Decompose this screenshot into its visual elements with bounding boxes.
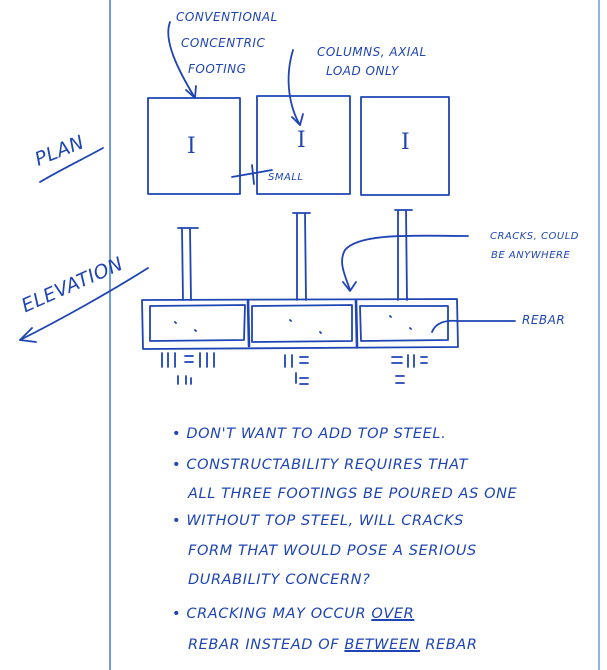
note-bullet-3-line1: • WITHOUT TOP STEEL, WILL CRACKS	[172, 513, 464, 529]
note-bullet-4-line2-end: REBAR	[425, 637, 478, 653]
soil-hatch-middle	[284, 354, 309, 385]
column-mark-left: I	[187, 134, 196, 159]
note-bullet-2-line2: ALL THREE FOOTINGS BE POURED AS ONE	[188, 486, 518, 502]
margin-line-left	[109, 0, 111, 670]
callout-conventional-line2: CONCENTRIC	[181, 36, 266, 50]
cracks-label-line1: CRACKS, COULD	[490, 231, 579, 242]
note-bullet-4-line1: • CRACKING MAY OCCUR OVER	[172, 606, 414, 622]
plan-underline	[39, 147, 104, 183]
plan-footing-right	[360, 96, 450, 196]
elevation-footing-outer	[141, 298, 459, 350]
note-bullet-4-line1-text: • CRACKING MAY OCCUR	[172, 606, 367, 622]
column-middle	[292, 212, 311, 301]
soil-hatch-left	[161, 352, 215, 385]
note-bullet-2-line1: • CONSTRUCTABILITY REQUIRES THAT	[172, 457, 469, 473]
column-right	[394, 209, 413, 301]
margin-line-right	[598, 0, 600, 670]
callout-columns-line1: COLUMNS, AXIAL	[317, 45, 427, 59]
note-bullet-4-line2-text: REBAR INSTEAD OF	[188, 637, 340, 653]
note-bullet-4-line2: REBAR INSTEAD OF BETWEEN REBAR	[188, 637, 478, 653]
arrow-cracks	[341, 234, 469, 291]
gap-label: SMALL	[268, 172, 304, 183]
note-emphasis-between: BETWEEN	[344, 637, 421, 653]
note-bullet-3-line3: DURABILITY CONCERN?	[188, 572, 371, 588]
column-mark-right: I	[401, 130, 410, 155]
note-bullet-3-line2: FORM THAT WOULD POSE A SERIOUS	[188, 543, 477, 559]
elevation-arrow	[19, 267, 149, 341]
soil-hatch-right	[391, 354, 428, 384]
cracks-label-line2: BE ANYWHERE	[491, 250, 571, 261]
callout-conventional-line3: FOOTING	[188, 62, 247, 76]
note-bullet-1: • DON'T WANT TO ADD TOP STEEL.	[172, 426, 447, 442]
arrow-columns	[287, 49, 301, 126]
callout-columns-line2: LOAD ONLY	[326, 64, 399, 78]
callout-conventional-line1: CONVENTIONAL	[176, 10, 278, 24]
arrow-conventional	[167, 21, 196, 99]
column-mark-middle: I	[297, 128, 306, 153]
note-emphasis-over: OVER	[371, 606, 415, 622]
gap-marker	[231, 164, 273, 185]
rebar-label: REBAR	[522, 313, 566, 327]
leader-rebar	[431, 319, 516, 333]
column-left	[177, 227, 199, 301]
plan-footing-middle	[256, 95, 351, 195]
